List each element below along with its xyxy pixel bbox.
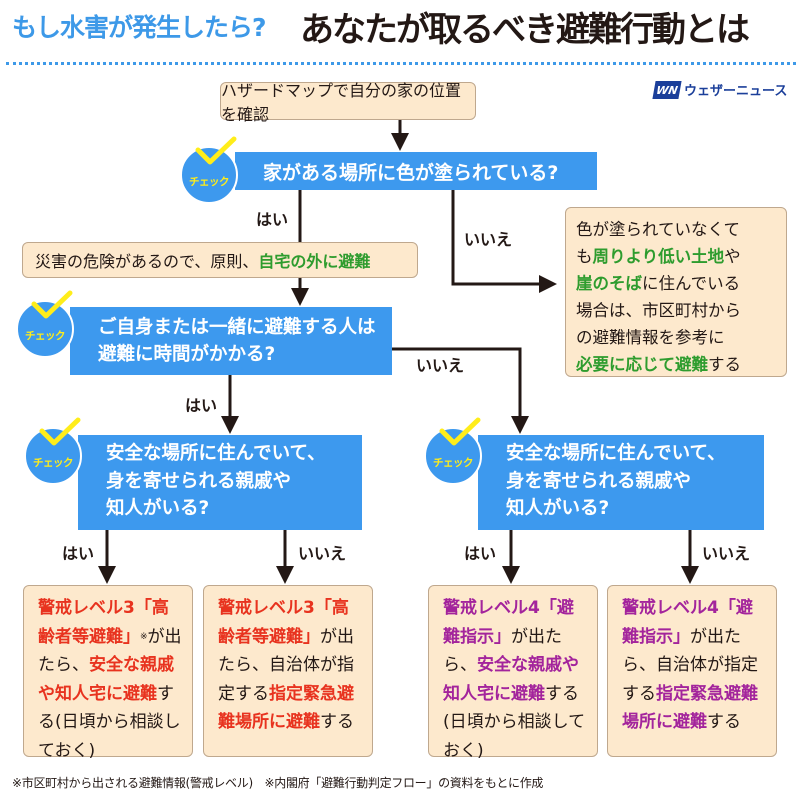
question-line: 身を寄せられる親戚や — [506, 470, 692, 492]
wn-logo-icon: WN — [652, 80, 682, 99]
branch-label-no: いいえ — [298, 544, 347, 563]
question-line: 安全な場所に住んでいて、 — [506, 443, 726, 464]
check-badge: チェック — [180, 136, 238, 204]
result-box-3: 警戒レベル4「避難指示」が出たら、安全な親戚や知人宅に避難する(日頃から相談して… — [428, 585, 598, 761]
text-line: 崖のそばに住んでいる — [576, 274, 741, 293]
branch-label-no: いいえ — [464, 230, 513, 249]
question-line: 身を寄せられる親戚や — [106, 470, 292, 492]
footnote: ※市区町村から出される避難情報(警戒レベル) ※内閣府「避難行動判定フロー」の資… — [12, 776, 544, 790]
title-pre: あなたが取るべき — [300, 10, 558, 50]
yes1-text: 災害の危険があるので、原則、 — [35, 252, 259, 271]
badge-label: チェック — [33, 457, 74, 469]
title-highlight: 避難行動 — [556, 2, 686, 51]
badge-label: チェック — [25, 330, 66, 342]
check-badge: チェック — [24, 417, 82, 485]
text-line: も周りより低い土地や — [576, 247, 741, 266]
result-box-2: 警戒レベル3「高齢者等避難」が出たら、自治体が指定する指定緊急避難場所に避難する — [203, 585, 373, 757]
text-line: 色が塗られていなくて — [576, 220, 741, 239]
logo-text: ウェザーニュース — [684, 84, 788, 99]
page-title: あなたが取るべき避難行動とは — [300, 2, 750, 51]
branch-label-yes: はい — [464, 544, 497, 563]
subtitle: もし水害が発生したら? — [12, 13, 267, 42]
checkmark-icon — [39, 417, 81, 446]
question-3: 安全な場所に住んでいて、 身を寄せられる親戚や 知人がいる? — [78, 435, 362, 530]
arrow-q2-no — [392, 347, 529, 434]
arrow-q1-no — [451, 190, 557, 293]
branch-label-yes: はい — [62, 544, 95, 563]
checkmark-icon — [439, 417, 481, 446]
checkmark-icon — [31, 290, 73, 319]
yes1-result-box: 災害の危険があるので、原則、自宅の外に避難 — [22, 242, 418, 278]
question-1: 家がある場所に色が塗られている? — [235, 152, 597, 190]
text-line: 必要に応じて避難する — [576, 355, 741, 374]
question-4: 安全な場所に住んでいて、 身を寄せられる親戚や 知人がいる? — [478, 435, 764, 530]
question-line: 知人がいる? — [106, 498, 210, 519]
branch-label-no: いいえ — [702, 544, 751, 563]
branch-label-yes: はい — [185, 396, 218, 415]
question-line: ご自身または一緒に避難する人は — [98, 317, 376, 338]
question-line: 知人がいる? — [506, 498, 610, 519]
branch-label-yes: はい — [256, 210, 289, 229]
text-line: の避難情報を参考に — [576, 328, 725, 347]
result-box-1: 警戒レベル3「高齢者等避難」※が出たら、安全な親戚や知人宅に避難する(日頃から相… — [23, 585, 193, 761]
check-badge: チェック — [16, 290, 74, 358]
text-line: 場合は、市区町村から — [576, 301, 741, 320]
checkmark-icon — [195, 136, 237, 165]
badge-label: チェック — [189, 176, 230, 188]
question-2: ご自身または一緒に避難する人は 避難に時間がかかる? — [70, 307, 392, 375]
question-line: 安全な場所に住んでいて、 — [106, 443, 326, 464]
yes1-emphasis: 自宅の外に避難 — [258, 252, 371, 271]
branch-label-no: いいえ — [416, 356, 465, 375]
badge-label: チェック — [433, 457, 474, 469]
dotted-divider — [6, 62, 796, 65]
start-box: ハザードマップで自分の家の位置を確認 — [220, 81, 476, 124]
check-badge: チェック — [424, 417, 482, 485]
result-box-4: 警戒レベル4「避難指示」が出たら、自治体が指定する指定緊急避難場所に避難する — [607, 585, 777, 757]
no1-result-box: 色が塗られていなくて も周りより低い土地や 崖のそばに住んでいる 場合は、市区町… — [565, 207, 787, 377]
weathernews-logo: WN ウェザーニュース — [652, 80, 788, 99]
title-post: とは — [684, 10, 750, 50]
question-line: 避難に時間がかかる? — [98, 344, 276, 365]
